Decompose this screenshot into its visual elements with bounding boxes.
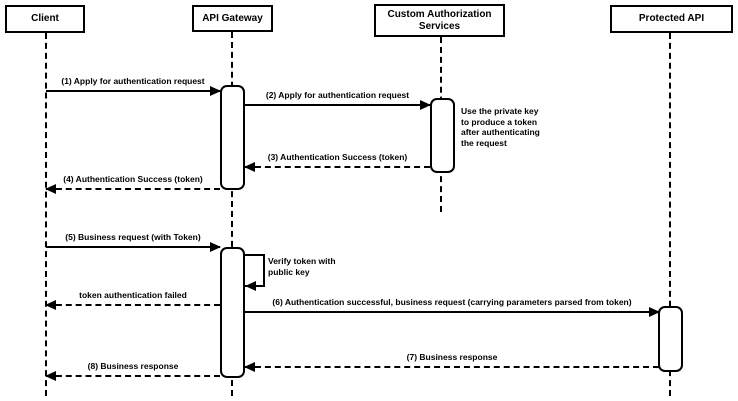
message-2-arrow-line xyxy=(245,104,430,106)
arrowhead-left-icon xyxy=(244,362,255,372)
actor-api-gateway: API Gateway xyxy=(192,5,273,32)
arrowhead-left-icon xyxy=(45,371,56,381)
note-private-key: Use the private key to produce a token a… xyxy=(461,106,540,148)
actor-protected-api-label: Protected API xyxy=(638,13,705,24)
message-8-arrow-line xyxy=(46,375,220,377)
actor-api-gateway-label: API Gateway xyxy=(202,12,263,24)
message-1-arrow-line xyxy=(46,90,220,92)
message-5-label: (5) Business request (with Token) xyxy=(65,232,201,242)
message-6-business-request: (6) Authentication successful, business … xyxy=(245,293,660,317)
lifeline-api-gateway xyxy=(231,32,233,396)
lifeline-client xyxy=(45,33,47,396)
message-8-business-response: (8) Business response xyxy=(45,357,220,381)
message-2-label: (2) Apply for authentication request xyxy=(265,90,410,100)
message-3-arrow-line xyxy=(245,166,430,168)
message-3-auth-success: (3) Authentication Success (token) xyxy=(244,148,430,172)
arrowhead-right-icon xyxy=(649,307,660,317)
message-5-arrow-line xyxy=(46,246,220,248)
message-1-auth-request: (1) Apply for authentication request xyxy=(46,72,221,96)
message-5-business-request: (5) Business request (with Token) xyxy=(46,228,221,252)
activation-protected-api xyxy=(658,306,683,372)
message-7-business-response: (7) Business response xyxy=(244,348,659,372)
message-4-auth-success: (4) Authentication Success (token) xyxy=(45,170,220,194)
message-4-label: (4) Authentication Success (token) xyxy=(63,174,203,184)
arrowhead-right-icon xyxy=(420,100,431,110)
message-token-auth-failed-arrow-line xyxy=(46,304,220,306)
message-3-label: (3) Authentication Success (token) xyxy=(267,152,408,162)
lifeline-protected-api xyxy=(669,33,671,396)
arrowhead-left-icon xyxy=(244,162,255,172)
actor-client: Client xyxy=(5,5,85,33)
message-6-label: (6) Authentication successful, business … xyxy=(272,297,632,307)
self-message-verify-token-label: Verify token with public key xyxy=(268,256,336,277)
message-1-label: (1) Apply for authentication request xyxy=(61,76,205,86)
activation-api-gateway-1 xyxy=(220,85,245,190)
actor-custom-auth-services: Custom Authorization Services xyxy=(374,4,505,37)
activation-custom-auth-services xyxy=(430,98,455,173)
actor-client-label: Client xyxy=(31,13,59,24)
arrowhead-left-icon xyxy=(245,281,256,291)
activation-api-gateway-2 xyxy=(220,247,245,378)
message-token-auth-failed: token authentication failed xyxy=(45,286,220,310)
actor-custom-auth-services-label: Custom Authorization Services xyxy=(387,8,492,32)
arrowhead-right-icon xyxy=(210,242,221,252)
message-token-auth-failed-label: token authentication failed xyxy=(79,290,187,300)
arrowhead-left-icon xyxy=(45,300,56,310)
arrowhead-left-icon xyxy=(45,184,56,194)
message-7-arrow-line xyxy=(245,366,659,368)
message-8-label: (8) Business response xyxy=(87,361,179,371)
message-4-arrow-line xyxy=(46,188,220,190)
message-2-auth-request: (2) Apply for authentication request xyxy=(245,86,431,110)
self-message-verify-token xyxy=(245,254,265,291)
actor-protected-api: Protected API xyxy=(610,5,733,33)
message-7-label: (7) Business response xyxy=(406,352,498,362)
arrowhead-right-icon xyxy=(210,86,221,96)
message-6-arrow-line xyxy=(245,311,659,313)
